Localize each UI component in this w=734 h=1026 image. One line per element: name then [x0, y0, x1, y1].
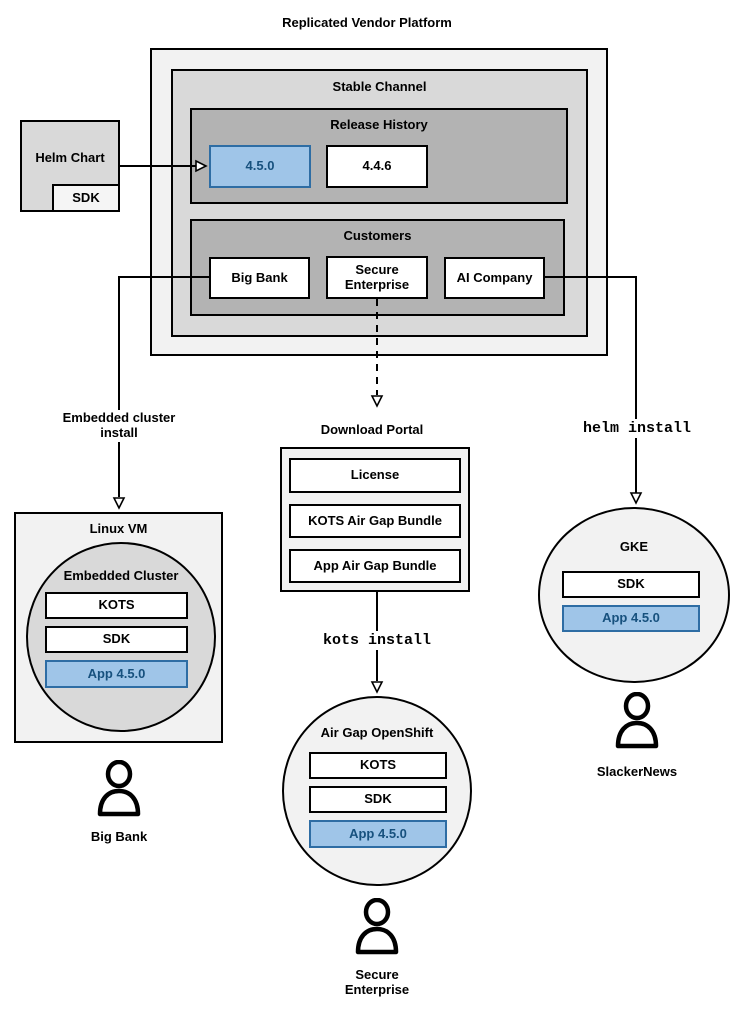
helm-chart-sdk-box: SDK — [52, 184, 120, 212]
embedded-kots-box: KOTS — [45, 592, 188, 619]
secure-enterprise-user-icon — [349, 898, 405, 958]
customer-big-bank-box: Big Bank — [209, 257, 310, 299]
download-portal-arrowhead-icon — [370, 395, 384, 408]
download-portal-label: Download Portal — [320, 422, 424, 437]
openshift-sdk-box: SDK — [309, 786, 447, 813]
kots-air-gap-bundle-box: KOTS Air Gap Bundle — [289, 504, 461, 538]
gke-arrowhead-icon — [629, 492, 643, 505]
embedded-cluster-install-label: Embedded cluster install — [54, 410, 184, 442]
secure-enterprise-user-label: Secure Enterprise — [344, 967, 410, 997]
openshift-kots-box: KOTS — [309, 752, 447, 779]
kots-install-label: kots install — [312, 631, 442, 651]
customers-label: Customers — [343, 228, 412, 243]
stable-channel-label: Stable Channel — [332, 79, 427, 94]
app-air-gap-bundle-box: App Air Gap Bundle — [289, 549, 461, 583]
openshift-arrowhead-icon — [370, 681, 384, 694]
embedded-sdk-box: SDK — [45, 626, 188, 653]
helm-chart-label: Helm Chart — [35, 150, 105, 165]
customer-secure-enterprise-box: Secure Enterprise — [326, 256, 428, 299]
big-bank-user-icon — [91, 760, 147, 820]
gke-app-box: App 4.5.0 — [562, 605, 700, 632]
slackernews-user-label: SlackerNews — [596, 764, 678, 779]
slackernews-user-icon — [609, 692, 665, 752]
gke-label: GKE — [619, 539, 649, 554]
linux-vm-label: Linux VM — [89, 521, 148, 536]
embedded-cluster-label: Embedded Cluster — [63, 568, 179, 583]
release-history-label: Release History — [330, 117, 428, 132]
air-gap-openshift-label: Air Gap OpenShift — [320, 725, 434, 740]
release-box-4-4-6: 4.4.6 — [326, 145, 428, 188]
license-box: License — [289, 458, 461, 493]
release-box-4-5-0: 4.5.0 — [209, 145, 311, 188]
embedded-app-box: App 4.5.0 — [45, 660, 188, 688]
customer-ai-company-box: AI Company — [444, 257, 545, 299]
linux-vm-arrowhead-icon — [112, 497, 126, 510]
helm-install-label: helm install — [566, 419, 708, 439]
openshift-app-box: App 4.5.0 — [309, 820, 447, 848]
diagram-title: Replicated Vendor Platform — [282, 15, 452, 30]
gke-sdk-box: SDK — [562, 571, 700, 598]
big-bank-user-label: Big Bank — [90, 829, 148, 844]
